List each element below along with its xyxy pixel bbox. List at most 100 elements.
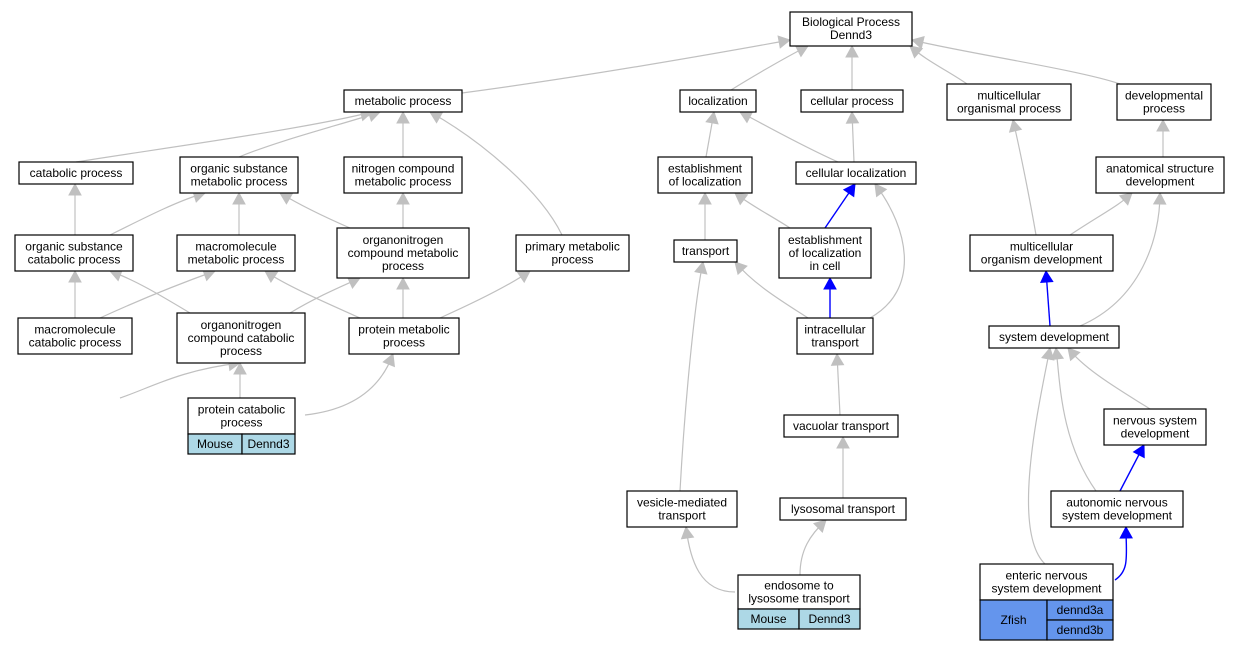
node-cellular-process[interactable]: cellular process [800,89,904,113]
edge-arrowhead [382,353,395,368]
node-box [969,234,1114,272]
node-label: localization [688,94,747,108]
node-vacuolar-transport[interactable]: vacuolar transport [783,414,899,438]
node-label: lysosomal transport [791,502,896,516]
node-box [778,227,872,279]
node-label: process [383,336,425,350]
node-box [796,317,874,355]
edge-arrowhead [836,435,850,449]
node-metabolic[interactable]: metabolic process [343,89,463,113]
edge [304,353,394,416]
edge-arrowhead [909,45,924,59]
edge [119,362,241,399]
node-label: metabolic process [355,94,452,108]
node-box [679,89,757,113]
gene-cell[interactable] [1046,619,1114,641]
node-label: nervous system [1113,414,1197,428]
node-label: system development [1062,509,1173,523]
node-box [783,414,899,438]
edge-arrowhead [777,35,792,49]
node-label: catabolic process [28,253,121,267]
node-transport[interactable]: transport [673,239,738,263]
node-label: macromolecule [34,323,116,337]
node-label: macromolecule [195,240,277,254]
node-box [515,234,630,272]
edge-arrowhead [1050,346,1065,361]
node-label: of localization [669,175,742,189]
node-box [1103,408,1207,446]
node-box [17,317,133,355]
edge [1055,347,1097,492]
edge-arrowhead [1156,118,1170,132]
node-label: organism development [981,253,1103,267]
node-label: intracellular [804,323,865,337]
edge-arrowhead [232,191,246,205]
edge [1079,192,1161,327]
node-label: catabolic process [30,166,123,180]
edge-arrowhead [1132,444,1145,459]
edge [461,39,791,94]
node-label: process [551,253,593,267]
edge-arrowhead [68,182,82,196]
edge-arrowhead [874,183,888,198]
edge [679,261,704,492]
edge-arrowhead [396,110,410,124]
node-box [673,239,738,263]
edge [911,39,1121,85]
node-label: Dennd3 [830,28,872,42]
node-cellular-localization[interactable]: cellular localization [795,161,917,185]
node-catabolic[interactable]: catabolic process [18,161,134,185]
node-label: system development [991,582,1102,596]
gene-cell[interactable] [241,433,296,455]
node-label: metabolic process [191,175,288,189]
gene-label: Dennd3 [808,612,850,626]
node-label: in cell [810,259,841,273]
gene-label: dennd3b [1057,623,1104,637]
edge [109,270,191,314]
node-label: system development [999,330,1110,344]
edge-arrowhead [1041,346,1055,361]
node-label: protein catabolic [198,403,285,417]
edge [289,277,361,314]
edge-arrowhead [1067,347,1081,362]
node-label: vacuolar transport [793,419,890,433]
node-box [1095,156,1225,194]
edge-arrowhead [1118,192,1133,206]
node-box [176,234,296,272]
node-label: organonitrogen [201,318,282,332]
node-system-development[interactable]: system development [988,325,1120,349]
node-box [348,317,460,355]
species-label: Mouse [197,437,233,451]
gene-cell[interactable] [798,608,861,630]
node-box [737,574,861,610]
edge-arrowhead [813,519,827,533]
node-box [779,497,907,521]
edge-arrowhead [698,191,712,205]
node-lysosomal-transport[interactable]: lysosomal transport [779,497,907,521]
node-localization[interactable]: localization [679,89,757,113]
